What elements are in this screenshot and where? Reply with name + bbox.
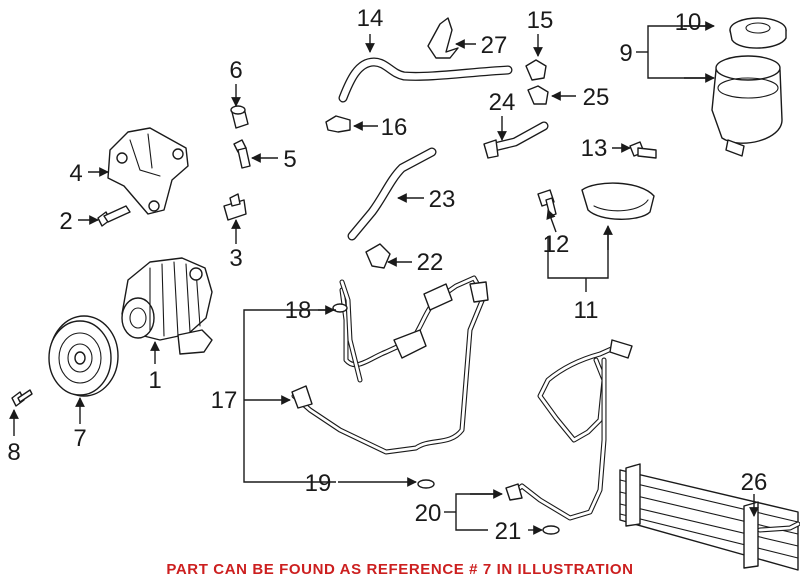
bushing-6 bbox=[230, 105, 249, 129]
callout-15: 15 bbox=[527, 7, 554, 34]
callout-18: 18 bbox=[285, 297, 312, 324]
hose-23 bbox=[347, 147, 437, 241]
reference-note: PART CAN BE FOUND AS REFERENCE # 7 IN IL… bbox=[166, 561, 633, 578]
callout-25: 25 bbox=[583, 84, 610, 111]
callout-12: 12 bbox=[543, 231, 570, 258]
cooler-26 bbox=[619, 463, 800, 571]
callout-24: 24 bbox=[489, 89, 516, 116]
clamp-22 bbox=[365, 243, 391, 269]
return-line-20 bbox=[505, 339, 633, 521]
callout-13: 13 bbox=[581, 135, 608, 162]
callout-5: 5 bbox=[283, 146, 296, 173]
callout-27: 27 bbox=[481, 32, 508, 59]
bolt-12 bbox=[537, 189, 557, 217]
callout-11: 11 bbox=[574, 297, 599, 324]
fitting-3 bbox=[223, 193, 247, 221]
callout-10: 10 bbox=[675, 9, 702, 36]
bolt-5 bbox=[233, 139, 251, 169]
pressure-line-17 bbox=[291, 275, 489, 455]
callout-26: 26 bbox=[741, 469, 768, 496]
hose-24 bbox=[483, 121, 549, 159]
callout-21: 21 bbox=[495, 518, 522, 545]
clamp-25 bbox=[527, 85, 549, 105]
callout-16: 16 bbox=[381, 114, 408, 141]
line-18 bbox=[332, 279, 363, 383]
callout-23: 23 bbox=[429, 186, 456, 213]
callout-6: 6 bbox=[229, 57, 242, 84]
callout-14: 14 bbox=[357, 5, 384, 32]
bolt-8 bbox=[11, 389, 33, 407]
bolt-13 bbox=[629, 141, 657, 159]
callout-9: 9 bbox=[619, 40, 632, 67]
reservoir-9 bbox=[711, 55, 783, 157]
callout-20: 20 bbox=[415, 500, 442, 527]
callout-3: 3 bbox=[229, 245, 242, 272]
pulley bbox=[48, 315, 119, 397]
callout-2: 2 bbox=[59, 208, 72, 235]
clamp-16 bbox=[325, 115, 351, 133]
reservoir-cap-10 bbox=[729, 17, 787, 49]
callout-7: 7 bbox=[73, 425, 86, 452]
callout-22: 22 bbox=[417, 249, 444, 276]
clamp-15 bbox=[525, 59, 547, 81]
callout-labels: 1 2 3 4 5 6 7 8 9 10 11 12 13 14 15 16 1… bbox=[7, 5, 767, 545]
pump-bracket bbox=[107, 127, 189, 215]
leader-lines bbox=[9, 21, 759, 535]
o-ring-21 bbox=[542, 525, 560, 535]
callout-8: 8 bbox=[7, 439, 20, 466]
callout-4: 4 bbox=[69, 160, 82, 187]
callout-17: 17 bbox=[211, 387, 238, 414]
o-ring-19 bbox=[417, 479, 435, 489]
reservoir-bracket-11 bbox=[581, 182, 655, 220]
bolt-2 bbox=[97, 205, 131, 227]
callout-19: 19 bbox=[305, 470, 332, 497]
power-steering-pump bbox=[121, 257, 213, 355]
callout-1: 1 bbox=[148, 367, 161, 394]
